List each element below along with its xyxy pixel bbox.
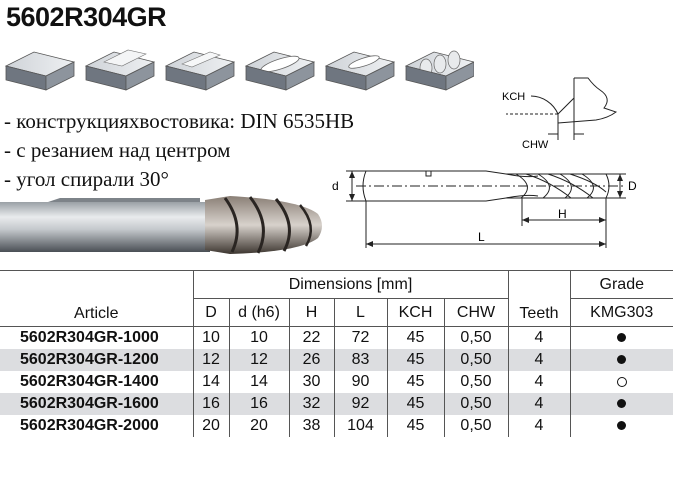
cell-CHW: 0,50 bbox=[443, 371, 508, 393]
cell-KCH: 45 bbox=[386, 349, 444, 371]
cell-d: 14 bbox=[228, 371, 289, 393]
cell-L: 92 bbox=[333, 393, 387, 415]
header-kmg303: KMG303 bbox=[569, 298, 673, 327]
D-label: D bbox=[628, 179, 637, 193]
cell-D: 20 bbox=[192, 415, 229, 437]
article-cell: 5602R304GR-1000 bbox=[20, 329, 159, 346]
feature-shank: - конструкцияхвостовика: DIN 6535HB bbox=[4, 109, 355, 133]
drilling-icon bbox=[404, 50, 474, 91]
cell-KCH: 45 bbox=[386, 393, 444, 415]
cell-KCH: 45 bbox=[386, 371, 444, 393]
cell-D: 10 bbox=[192, 326, 229, 349]
d-label: d bbox=[332, 179, 339, 193]
header-H: H bbox=[288, 298, 334, 327]
L-label: L bbox=[478, 230, 485, 244]
end-mill-photo bbox=[0, 196, 322, 254]
table-row: 5602R304GR-1200 12 12 26 83 45 0,50 4 bbox=[0, 349, 673, 371]
slot-milling-icon bbox=[164, 51, 236, 91]
cell-d: 16 bbox=[228, 393, 289, 415]
cell-KCH: 45 bbox=[386, 415, 444, 437]
feature-helix-angle: - угол спирали 30° bbox=[4, 167, 169, 191]
face-milling-icon bbox=[4, 51, 76, 91]
header-d: d (h6) bbox=[228, 298, 289, 327]
technical-drawing: KCH CHW d D H L bbox=[332, 77, 637, 248]
cell-H: 30 bbox=[288, 371, 334, 393]
article-cell: 5602R304GR-1200 bbox=[0, 349, 193, 371]
feature-center-cutting: - с резанием над центром bbox=[4, 138, 231, 162]
cell-D: 12 bbox=[192, 349, 229, 371]
header-CHW: CHW bbox=[443, 298, 508, 327]
chw-label: CHW bbox=[522, 139, 549, 151]
cell-d: 12 bbox=[228, 349, 289, 371]
filled-dot-icon bbox=[617, 355, 627, 365]
cell-D: 16 bbox=[192, 393, 229, 415]
cell-teeth: 4 bbox=[507, 326, 570, 349]
cell-L: 83 bbox=[333, 349, 387, 371]
header-article: Article bbox=[0, 270, 193, 327]
filled-dot-icon bbox=[617, 333, 627, 343]
cell-L: 104 bbox=[333, 415, 387, 437]
cell-teeth: 4 bbox=[507, 349, 570, 371]
header-KCH: KCH bbox=[386, 298, 444, 327]
open-circle-icon bbox=[616, 376, 627, 387]
cell-H: 38 bbox=[288, 415, 334, 437]
cell-H: 26 bbox=[288, 349, 334, 371]
table-row: 5602R304GR-1400 14 14 30 90 45 0,50 4 bbox=[0, 371, 673, 393]
product-title: 5602R304GR bbox=[6, 2, 167, 32]
table-row: 5602R304GR-2000 20 20 38 104 45 0,50 4 bbox=[0, 415, 673, 437]
cell-CHW: 0,50 bbox=[443, 393, 508, 415]
cell-grade bbox=[569, 393, 673, 415]
article-cell: 5602R304GR-1600 bbox=[0, 393, 193, 415]
kch-label: KCH bbox=[502, 91, 525, 103]
cell-L: 90 bbox=[333, 371, 387, 393]
header-L: L bbox=[333, 298, 387, 327]
header-grade: Grade bbox=[569, 270, 673, 299]
cell-CHW: 0,50 bbox=[443, 415, 508, 437]
filled-dot-icon bbox=[617, 399, 627, 409]
header-dimensions: Dimensions [mm] bbox=[192, 270, 508, 299]
cell-grade bbox=[569, 371, 673, 393]
H-label: H bbox=[558, 207, 567, 221]
table-row: 5602R304GR-1000 10 10 22 72 45 0,50 4 bbox=[0, 326, 673, 349]
table-row: 5602R304GR-1600 16 16 32 92 45 0,50 4 bbox=[0, 393, 673, 415]
cell-d: 10 bbox=[228, 326, 289, 349]
specification-table: Article Dimensions [mm] Teeth Grade D d … bbox=[0, 270, 673, 437]
cell-teeth: 4 bbox=[507, 415, 570, 437]
filled-dot-icon bbox=[617, 421, 627, 431]
cell-H: 22 bbox=[288, 326, 334, 349]
cell-D: 14 bbox=[192, 371, 229, 393]
cell-grade bbox=[569, 349, 673, 371]
cell-teeth: 4 bbox=[507, 371, 570, 393]
cell-grade bbox=[569, 415, 673, 437]
article-cell: 5602R304GR-1400 bbox=[20, 373, 159, 390]
header-teeth: Teeth bbox=[507, 270, 570, 327]
shoulder-milling-icon bbox=[84, 49, 156, 91]
cell-L: 72 bbox=[333, 326, 387, 349]
feature-list: - конструкцияхвостовика: DIN 6535HB - с … bbox=[4, 107, 354, 194]
cell-d: 20 bbox=[228, 415, 289, 437]
cell-CHW: 0,50 bbox=[443, 349, 508, 371]
cell-grade bbox=[569, 326, 673, 349]
cell-H: 32 bbox=[288, 393, 334, 415]
operation-icons bbox=[4, 49, 474, 91]
pocket-milling-icon bbox=[244, 51, 316, 91]
article-cell: 5602R304GR-2000 bbox=[20, 417, 159, 434]
cell-KCH: 45 bbox=[386, 326, 444, 349]
ramping-icon bbox=[324, 51, 396, 91]
cell-CHW: 0,50 bbox=[443, 326, 508, 349]
cell-teeth: 4 bbox=[507, 393, 570, 415]
header-D: D bbox=[192, 298, 229, 327]
